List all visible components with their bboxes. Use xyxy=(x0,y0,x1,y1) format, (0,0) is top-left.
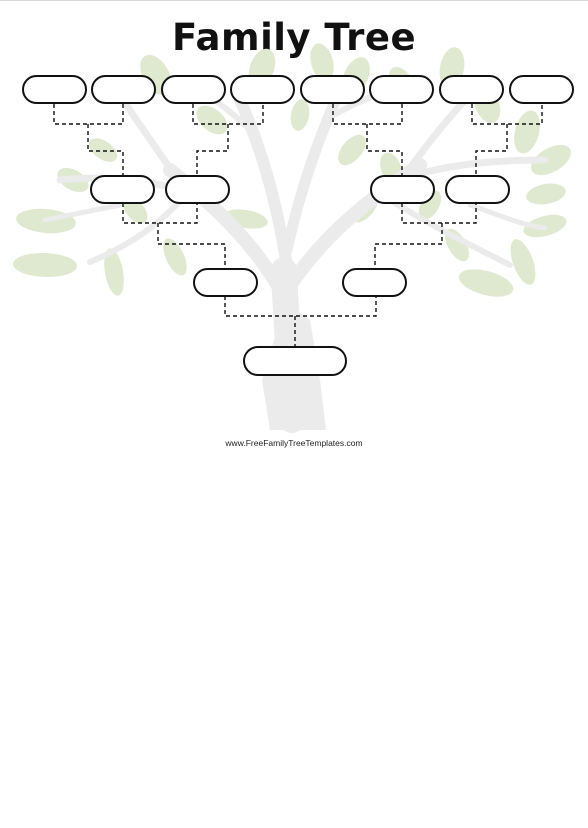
connector-line xyxy=(196,124,229,175)
connector-line xyxy=(374,223,443,268)
name-box-g1-1[interactable] xyxy=(243,346,347,376)
name-box-g2-1[interactable] xyxy=(193,268,258,297)
connector-line xyxy=(122,203,198,224)
top-border-line xyxy=(0,0,588,1)
name-box-g4-5[interactable] xyxy=(300,75,365,104)
name-box-g2-2[interactable] xyxy=(342,268,407,297)
name-box-g3-4[interactable] xyxy=(445,175,510,204)
name-box-g4-4[interactable] xyxy=(230,75,295,104)
connector-line xyxy=(401,203,477,224)
name-box-g4-2[interactable] xyxy=(91,75,156,104)
connector-line xyxy=(53,104,124,125)
name-box-g4-6[interactable] xyxy=(369,75,434,104)
name-box-g4-7[interactable] xyxy=(439,75,504,104)
connectors xyxy=(53,104,543,347)
connector-line xyxy=(475,124,508,175)
connector-line xyxy=(87,124,124,175)
name-box-g3-3[interactable] xyxy=(370,175,435,204)
connector-line xyxy=(366,124,403,175)
name-box-g3-1[interactable] xyxy=(90,175,155,204)
connector-line xyxy=(224,296,377,317)
connector-line xyxy=(192,104,264,125)
name-boxes xyxy=(22,75,574,376)
page-title: Family Tree xyxy=(171,16,417,59)
name-box-g4-1[interactable] xyxy=(22,75,87,104)
connector-line xyxy=(157,223,226,268)
website-url: www.FreeFamilyTreeTemplates.com xyxy=(225,438,363,448)
name-box-g4-3[interactable] xyxy=(161,75,226,104)
name-box-g4-8[interactable] xyxy=(509,75,574,104)
name-box-g3-2[interactable] xyxy=(165,175,230,204)
connector-line xyxy=(471,104,543,125)
connector-line xyxy=(332,104,403,125)
